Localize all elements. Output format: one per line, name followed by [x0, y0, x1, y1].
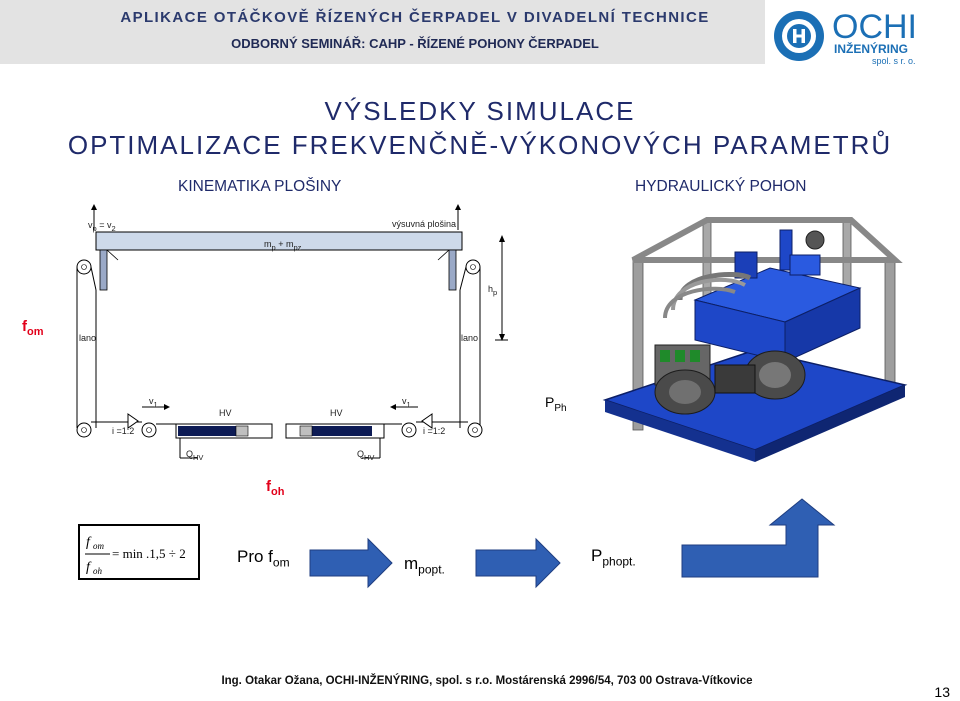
q-right-label: QHV — [357, 449, 375, 462]
f-om-label: fom — [22, 318, 44, 338]
company-logo: OCHI INŽENÝRING spol. s r. o. — [772, 6, 948, 66]
ratio-formula: f om f oh = min .1,5 ÷ 2 — [78, 524, 200, 580]
formula-den-sub: oh — [93, 566, 103, 576]
v1-right-label: v1 — [402, 396, 411, 409]
logo-text: OCHI — [832, 8, 917, 46]
section-hydraulics: HYDRAULICKÝ POHON — [635, 178, 807, 195]
formula-num-sub: om — [93, 541, 105, 551]
mass-label: mp + mpz — [264, 239, 302, 252]
formula-rhs: = min .1,5 ÷ 2 — [112, 546, 186, 561]
ratio-left-label: i =1:2 — [112, 426, 135, 436]
hp-label: hp — [488, 284, 498, 297]
p-phopt-text: Pphopt. — [591, 546, 636, 569]
formula-num: f — [86, 535, 92, 550]
footer-text: Ing. Otakar Ožana, OCHI-INŽENÝRING, spol… — [221, 675, 753, 687]
hv-right-label: HV — [330, 408, 343, 418]
q-left-label: QHV — [186, 449, 204, 462]
slide-title-line1: VÝSLEDKY SIMULACE — [324, 96, 636, 126]
m-popt-text: mpopt. — [404, 554, 445, 577]
hv-left-label: HV — [219, 408, 232, 418]
rope-right-label: lano — [461, 333, 479, 343]
vp-label: vp = v2 — [88, 220, 116, 233]
hydraulic-unit-image — [602, 217, 908, 462]
formula-den: f — [86, 560, 92, 575]
pro-fom-text: Pro fom — [237, 547, 290, 570]
arrow-1 — [309, 537, 393, 589]
f-oh-label: foh — [266, 478, 285, 498]
platform-label: výsuvná plošina — [392, 219, 457, 229]
flow-arrows — [309, 498, 836, 589]
rope-left-label: lano — [79, 333, 97, 343]
header-title: APLIKACE OTÁČKOVĚ ŘÍZENÝCH ČERPADEL V DI… — [120, 9, 710, 26]
arrow-2 — [475, 537, 561, 589]
p-ph-label: PPh — [545, 394, 567, 414]
slide-title-line2: OPTIMALIZACE FREKVENČNĚ-VÝKONOVÝCH PARAM… — [67, 130, 893, 160]
ratio-right-label: i =1:2 — [423, 426, 446, 436]
header-bar — [0, 0, 765, 64]
v1-left-label: v1 — [149, 396, 158, 409]
logo-sub1: INŽENÝRING — [834, 41, 908, 56]
page-number: 13 — [934, 684, 950, 700]
arrow-3 — [681, 498, 836, 578]
logo-sub2: spol. s r. o. — [872, 56, 916, 66]
kinematic-diagram — [76, 204, 508, 459]
section-kinematics: KINEMATIKA PLOŠINY — [178, 178, 342, 195]
header-subtitle: ODBORNÝ SEMINÁŘ: CAHP - ŘÍZENÉ POHONY ČE… — [231, 36, 599, 51]
